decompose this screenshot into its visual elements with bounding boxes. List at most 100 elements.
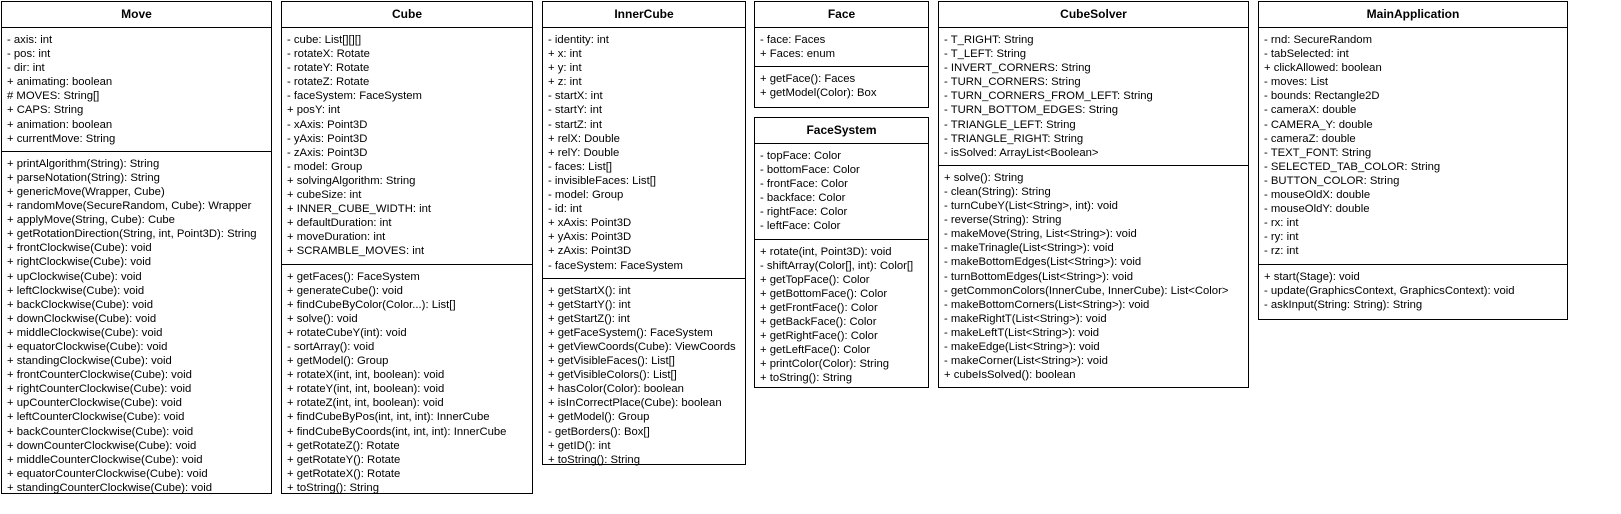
method: + getModel(Color): Box (760, 87, 877, 100)
field: + clickAllowed: boolean (1264, 62, 1382, 75)
method: + toString(): String (287, 481, 379, 494)
field: - topFace: Color (760, 150, 841, 162)
method: + getVisibleColors(): List[] (548, 369, 677, 382)
class-box-facesystem[interactable]: FaceSystem - topFace: Color - bottomFace… (754, 117, 929, 388)
field: - cameraZ: double (1264, 132, 1356, 145)
method: + toString(): String (760, 372, 852, 385)
class-box-cube[interactable]: Cube - cube: List[][][] - rotateX: Rotat… (281, 1, 533, 494)
method: + printAlgorithm(String): String (7, 157, 160, 170)
methods-section: + start(Stage): void - update(GraphicsCo… (1259, 265, 1567, 320)
method: - shiftArray(Color[], int): Color[] (760, 259, 914, 272)
method: - getBorders(): Box[] (548, 425, 650, 438)
field: + moveDuration: int (287, 231, 386, 244)
class-name: Cube (282, 2, 532, 28)
method: + printColor(Color): String (760, 358, 890, 371)
method: + standingClockwise(Cube): void (7, 355, 172, 368)
method: - getCommonColors(InnerCube, InnerCube):… (944, 284, 1229, 297)
field: - zAxis: Point3D (287, 146, 368, 159)
field: + relY: Double (548, 146, 620, 159)
field: - tabSelected: int (1264, 48, 1349, 61)
method: + getRotateY(): Rotate (287, 453, 401, 466)
field: - TRIANGLE_RIGHT: String (944, 132, 1084, 145)
field: - startY: int (548, 104, 602, 117)
class-name: FaceSystem (755, 118, 928, 144)
method: + findCubeByPos(int, int, int): InnerCub… (287, 411, 490, 424)
field: - isSolved: ArrayList<Boolean> (944, 146, 1099, 159)
field: - TURN_CORNERS_FROM_LEFT: String (944, 90, 1153, 103)
method: + rotateCubeY(int): void (287, 326, 407, 339)
field: - xAxis: Point3D (287, 118, 368, 131)
method: - makeBottomEdges(List<String>): void (944, 256, 1142, 269)
field: - identity: int (548, 34, 609, 46)
methods-section: + printAlgorithm(String): String + parse… (2, 152, 271, 500)
field: - rx: int (1264, 217, 1299, 230)
field: - pos: int (7, 48, 51, 61)
method: - reverse(String): String (944, 214, 1062, 227)
fields-section: - topFace: Color - bottomFace: Color - f… (755, 144, 928, 240)
field: + animation: boolean (7, 118, 113, 131)
field: - TRIANGLE_LEFT: String (944, 118, 1076, 131)
method: + getLeftFace(): Color (760, 344, 871, 357)
field: + SCRAMBLE_MOVES: int (287, 245, 425, 258)
field: - yAxis: Point3D (287, 132, 368, 145)
field: - model: Group (548, 189, 624, 202)
method: + frontClockwise(Cube): void (7, 242, 152, 255)
method: + backCounterClockwise(Cube): void (7, 425, 194, 438)
method: + cubeIsSolved(): boolean (944, 369, 1076, 382)
method: - makeBottomCorners(List<String>): void (944, 298, 1150, 311)
methods-section: + getStartX(): int + getStartY(): int + … (543, 279, 745, 472)
method: + getStartY(): int (548, 298, 631, 311)
method: + rotateY(int, int, boolean): void (287, 383, 445, 396)
method: - askInput(String: String): String (1264, 298, 1423, 311)
field: - backface: Color (760, 192, 846, 205)
class-box-move[interactable]: Move - axis: int - pos: int - dir: int +… (1, 1, 272, 494)
field: + Faces: enum (760, 48, 836, 61)
field: + defaultDuration: int (287, 217, 392, 230)
method: + downCounterClockwise(Cube): void (7, 439, 197, 452)
method: + applyMove(String, Cube): Cube (7, 214, 175, 227)
method: + randomMove(SecureRandom, Cube): Wrappe… (7, 200, 252, 213)
method: + rotateZ(int, int, boolean): void (287, 397, 444, 410)
field: - rotateY: Rotate (287, 62, 370, 75)
field: - cameraX: double (1264, 104, 1357, 117)
method: + equatorClockwise(Cube): void (7, 340, 168, 353)
field: + xAxis: Point3D (548, 217, 632, 230)
class-box-innercube[interactable]: InnerCube - identity: int + x: int + y: … (542, 1, 746, 466)
field: + yAxis: Point3D (548, 231, 632, 244)
methods-section: + solve(): String - clean(String): Strin… (939, 166, 1248, 387)
method: + getID(): int (548, 439, 611, 452)
method: + getRotationDirection(String, int, Poin… (7, 228, 257, 241)
method: - makeRightT(List<String>): void (944, 312, 1107, 325)
field: - ry: int (1264, 231, 1299, 244)
method: + rightCounterClockwise(Cube): void (7, 383, 192, 396)
field: - rightFace: Color (760, 206, 848, 219)
field: - startZ: int (548, 118, 602, 131)
method: - turnCubeY(List<String>, int): void (944, 200, 1118, 213)
class-name: Move (2, 2, 271, 28)
field: - invisibleFaces: List[] (548, 174, 656, 187)
field: + posY: int (287, 104, 341, 117)
method: - turnBottomEdges(List<String>): void (944, 270, 1133, 283)
field: + animating: boolean (7, 76, 113, 89)
method: + downClockwise(Cube): void (7, 312, 157, 325)
class-box-face[interactable]: Face - face: Faces + Faces: enum + getFa… (754, 1, 929, 108)
fields-section: - axis: int - pos: int - dir: int + anim… (2, 28, 271, 152)
method: + getStartX(): int (548, 284, 631, 297)
method: + start(Stage): void (1264, 270, 1360, 283)
method: + getModel(): Group (548, 411, 650, 424)
class-box-mainapplication[interactable]: MainApplication - rnd: SecureRandom - ta… (1258, 1, 1568, 320)
field: - dir: int (7, 62, 45, 75)
method: + getBottomFace(): Color (760, 287, 888, 300)
class-box-cubesolver[interactable]: CubeSolver - T_RIGHT: String - T_LEFT: S… (938, 1, 1249, 388)
method: + getFrontFace(): Color (760, 301, 878, 314)
method: + frontCounterClockwise(Cube): void (7, 369, 192, 382)
field: - frontFace: Color (760, 178, 848, 191)
method: + leftCounterClockwise(Cube): void (7, 411, 185, 424)
methods-section: + rotate(int, Point3D): void - shiftArra… (755, 240, 928, 391)
method: + parseNotation(String): String (7, 171, 160, 184)
field: - rnd: SecureRandom (1264, 34, 1372, 46)
method: + getFaceSystem(): FaceSystem (548, 326, 713, 339)
method: + leftClockwise(Cube): void (7, 284, 145, 297)
field: + z: int (548, 76, 582, 89)
fields-section: - T_RIGHT: String - T_LEFT: String - INV… (939, 28, 1248, 166)
